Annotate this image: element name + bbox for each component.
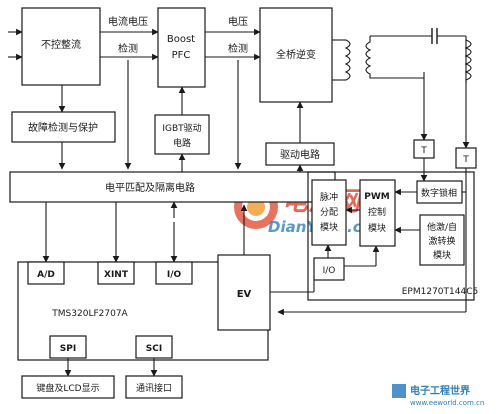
keyboard-lcd-label: 键盘及LCD显示 xyxy=(36,382,99,394)
transformer-2-label: T xyxy=(462,155,469,165)
boost-pfc-line-2: PFC xyxy=(172,50,191,61)
excitation-switch-line-3: 模块 xyxy=(433,249,451,261)
rectifier-label: 不控整流 xyxy=(41,38,81,51)
xint-block: XINT xyxy=(97,261,135,285)
excitation-switch-block: 他激/自 激转换 模块 xyxy=(419,214,465,266)
dsp-io-block: I/O xyxy=(155,261,193,285)
level-match-block: 电平匹配及隔离电路 xyxy=(9,171,336,203)
level-match-label: 电平匹配及隔离电路 xyxy=(105,181,195,194)
xint-label: XINT xyxy=(104,270,129,280)
pulse-distribution-line-1: 脉冲 xyxy=(320,191,338,203)
boost-pfc-line-1: Boost xyxy=(167,34,195,45)
eeworld-url: www.eeworld.com.cn xyxy=(410,399,484,407)
current-voltage-detect-line-2: 检测 xyxy=(118,42,138,55)
connections xyxy=(8,28,470,377)
pulse-distribution-line-2: 分配 xyxy=(320,207,338,218)
ad-block: A/D xyxy=(27,261,65,285)
digital-phase-lock-label: 数字锁相 xyxy=(421,187,457,199)
receiving-coil-icon xyxy=(365,36,424,79)
eeworld-logo-icon xyxy=(392,384,406,398)
igbt-drive-line-2: 电路 xyxy=(173,137,191,149)
comm-interface-label: 通讯接口 xyxy=(136,382,172,394)
fpga-io-block: I/O xyxy=(313,257,345,281)
inverter-block: 全桥逆变 xyxy=(259,7,333,103)
current-voltage-detect-block: 电流电压 检测 xyxy=(108,15,148,55)
transformer-1-block: T xyxy=(413,139,435,159)
igbt-drive-block: IGBT驱动 电路 xyxy=(154,114,210,155)
spi-block: SPI xyxy=(49,335,87,359)
transformer-1-label: T xyxy=(420,146,427,156)
ad-label: A/D xyxy=(37,270,55,280)
fpga-io-label: I/O xyxy=(323,266,336,276)
pulse-distribution-block: 脉冲 分配 模块 xyxy=(311,179,347,246)
boost-pfc-block: Boost PFC xyxy=(157,7,206,88)
current-voltage-detect-line-1: 电流电压 xyxy=(108,15,148,28)
inverter-output-coil-icon xyxy=(344,39,351,81)
fault-protect-block: 故障检测与保护 xyxy=(11,111,116,143)
fpga-label: EPM1270T144C5 xyxy=(402,287,478,297)
load-coil-icon xyxy=(464,36,472,84)
ev-block: EV xyxy=(217,254,271,331)
ev-label: EV xyxy=(237,289,252,300)
voltage-detect-line-1: 电压 xyxy=(228,15,248,28)
excitation-switch-line-2: 激转换 xyxy=(428,235,455,247)
drive-circuit-label: 驱动电路 xyxy=(280,148,320,161)
rectifier-block: 不控整流 xyxy=(21,7,101,86)
pwm-control-line-1: PWM xyxy=(364,192,390,202)
voltage-detect-line-2: 检测 xyxy=(228,42,248,55)
pwm-control-line-3: 模块 xyxy=(368,222,386,234)
pulse-distribution-line-3: 模块 xyxy=(320,221,338,233)
transformer-2-block: T xyxy=(455,147,477,169)
pwm-control-block: PWM 控制 模块 xyxy=(359,179,396,247)
fpga-region: EPM1270T144C5 xyxy=(307,171,478,301)
sci-label: SCI xyxy=(146,344,162,354)
keyboard-lcd-block: 键盘及LCD显示 xyxy=(21,375,115,399)
eeworld-name: 电子工程世界 xyxy=(410,384,470,397)
inverter-label: 全桥逆变 xyxy=(276,48,316,61)
pwm-control-line-2: 控制 xyxy=(368,206,386,218)
dsp-label: TMS320LF2707A xyxy=(51,309,128,319)
excitation-switch-line-1: 他激/自 xyxy=(427,221,457,233)
digital-phase-lock-block: 数字锁相 xyxy=(416,180,463,204)
resonant-tank xyxy=(344,28,472,84)
spi-label: SPI xyxy=(60,344,76,354)
fault-protect-label: 故障检测与保护 xyxy=(28,121,98,134)
comm-interface-block: 通讯接口 xyxy=(125,375,183,399)
dsp-io-label: I/O xyxy=(167,270,182,280)
watermark-eeworld: 电子工程世界 www.eeworld.com.cn xyxy=(392,384,484,407)
drive-circuit-block: 驱动电路 xyxy=(265,142,335,166)
voltage-detect-block: 电压 检测 xyxy=(228,15,248,55)
sci-block: SCI xyxy=(135,335,173,359)
igbt-drive-line-1: IGBT驱动 xyxy=(162,123,201,134)
